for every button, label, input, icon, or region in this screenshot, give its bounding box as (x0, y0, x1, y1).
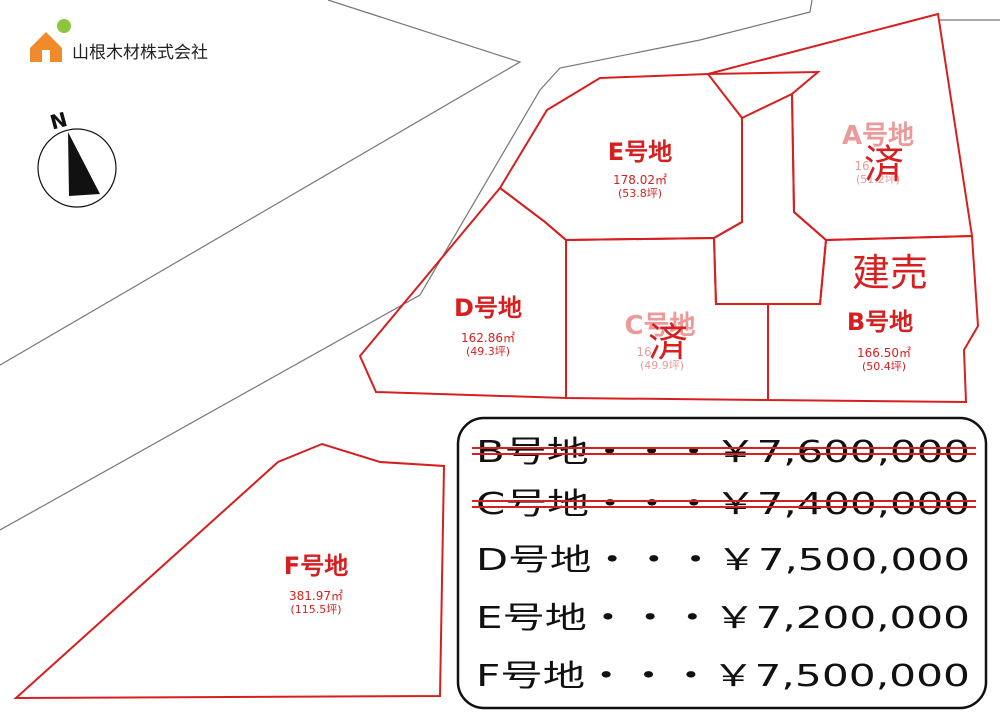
lot-e-name: E号地 (608, 138, 672, 166)
lot-d: D号地 162.86㎡ (49.3坪) (454, 294, 522, 358)
price-row-text: D号地・・・￥7,500,000 (476, 543, 970, 578)
price-row: E号地・・・￥7,200,000 (476, 601, 970, 636)
company-name: 山根木材株式会社 (72, 43, 208, 63)
price-row: B号地・・・￥7,600,000 (472, 435, 976, 470)
lot-b-status-stamp: 建売 (852, 251, 928, 295)
lot-c-area: 16 (636, 345, 651, 359)
company-logo: 山根木材株式会社 (30, 19, 208, 63)
lot-d-name: D号地 (454, 294, 522, 322)
lot-d-area: 162.86㎡ (461, 331, 515, 345)
lot-f: F号地 381.97㎡ (115.5坪) (284, 552, 348, 616)
north-arrow-icon (68, 132, 100, 196)
lot-e: E号地 178.02㎡ (53.8坪) (608, 138, 672, 200)
lot-a-tsubo: (51.2坪) (856, 173, 900, 186)
lot-a: A号地 16 (51.2坪) 済 (842, 121, 914, 188)
price-row: D号地・・・￥7,500,000 (476, 543, 970, 578)
lot-e-area: 178.02㎡ (613, 173, 667, 187)
road-lines (0, 0, 1000, 531)
lot-a-area: 16 (854, 159, 869, 173)
lot-d-tsubo: (49.3坪) (466, 345, 510, 358)
compass-circle (37, 128, 117, 208)
lot-f-name: F号地 (284, 552, 348, 580)
lot-b: 建売 B号地 166.50㎡ (50.4坪) (847, 251, 928, 373)
north-label: N (47, 107, 69, 135)
strike-through (472, 447, 976, 455)
price-row-text: F号地・・・￥7,500,000 (476, 659, 970, 694)
lot-e-tsubo: (53.8坪) (618, 187, 662, 200)
price-row-text: C号地・・・￥7,400,000 (476, 487, 970, 522)
house-leaf-logo-icon (30, 19, 71, 62)
compass: N (37, 107, 117, 208)
price-list-frame (456, 416, 988, 710)
strike-through (472, 500, 976, 508)
price-row-text: E号地・・・￥7,200,000 (476, 601, 970, 636)
road-line (0, 0, 522, 366)
lot-b-name: B号地 (847, 308, 913, 336)
price-list: B号地・・・￥7,600,000 C号地・・・￥7,400,000 D号地・・・… (456, 416, 988, 710)
road-strip-boundary (712, 92, 828, 305)
lot-b-area: 166.50㎡ (857, 346, 911, 360)
road-line (0, 0, 813, 531)
lot-c: C号地 16 (49.9坪) 済 (624, 311, 695, 372)
lot-a-sold-stamp: 済 (864, 142, 904, 188)
lot-a-name: A号地 (842, 121, 914, 151)
lot-f-area: 381.97㎡ (289, 589, 343, 603)
price-row: C号地・・・￥7,400,000 (472, 487, 976, 522)
lot-a-boundary (707, 12, 974, 242)
price-row-text: B号地・・・￥7,600,000 (476, 435, 970, 470)
lot-f-tsubo: (115.5坪) (290, 603, 341, 616)
lot-c-name: C号地 (624, 311, 695, 341)
lot-c-tsubo: (49.9坪) (640, 359, 684, 372)
price-row: F号地・・・￥7,500,000 (476, 659, 970, 694)
lot-boundaries (13, 12, 980, 700)
lot-d-boundary (358, 186, 567, 400)
lot-f-boundary (13, 442, 446, 700)
lot-c-sold-stamp: 済 (648, 320, 688, 366)
lot-b-tsubo: (50.4坪) (862, 360, 906, 373)
